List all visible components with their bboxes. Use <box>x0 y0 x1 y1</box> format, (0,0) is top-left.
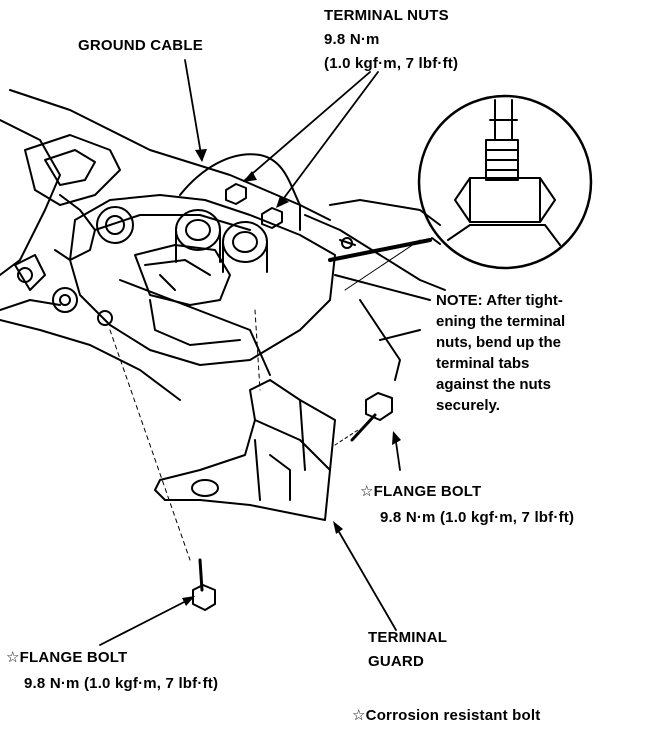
terminal-nuts-torque-alt: (1.0 kgf·m, 7 lbf·ft) <box>324 55 459 72</box>
flange-bolt-left-drawing <box>109 329 216 611</box>
terminal-guard-label-line2: GUARD <box>368 653 424 670</box>
note-line: against the nuts <box>436 376 552 393</box>
ground-cable-label: GROUND CABLE <box>78 37 203 54</box>
engine-block <box>0 89 446 401</box>
terminal-guard <box>154 379 336 521</box>
star-icon: ☆ <box>352 707 366 724</box>
leader-lines <box>99 59 421 646</box>
flange-bolt-right-torque: 9.8 N·m (1.0 kgf·m, 7 lbf·ft) <box>380 509 575 526</box>
note-block: NOTE: After tight- ening the terminal nu… <box>436 290 565 416</box>
terminal-nuts-torque-nm: 9.8 N·m <box>324 31 380 48</box>
terminal-nuts-title: TERMINAL NUTS <box>324 7 449 24</box>
terminal-guard-label-line1: TERMINAL <box>368 629 448 646</box>
flange-bolt-right-drawing <box>334 392 393 446</box>
star-icon: ☆ <box>360 483 374 500</box>
flange-bolt-left-torque: 9.8 N·m (1.0 kgf·m, 7 lbf·ft) <box>24 675 219 692</box>
flange-bolt-right-title: FLANGE BOLT <box>373 483 482 500</box>
note-line: nuts, bend up the <box>436 334 561 351</box>
note-line: securely. <box>436 397 500 414</box>
note-line: ening the terminal <box>436 313 566 330</box>
starter-solenoid <box>69 153 336 376</box>
legend-corrosion-resistant: ☆Corrosion resistant bolt <box>352 706 540 725</box>
star-icon: ☆ <box>6 649 20 666</box>
flange-bolt-right-label: ☆FLANGE BOLT <box>360 482 481 501</box>
legend-text: Corrosion resistant bolt <box>365 707 541 724</box>
note-line: terminal tabs <box>436 355 530 372</box>
arrowheads <box>182 149 401 606</box>
flange-bolt-left-title: FLANGE BOLT <box>19 649 128 666</box>
note-line: NOTE: After tight- <box>436 292 563 309</box>
terminal-detail-inset <box>417 94 593 270</box>
flange-bolt-left-label: ☆FLANGE BOLT <box>6 648 127 667</box>
